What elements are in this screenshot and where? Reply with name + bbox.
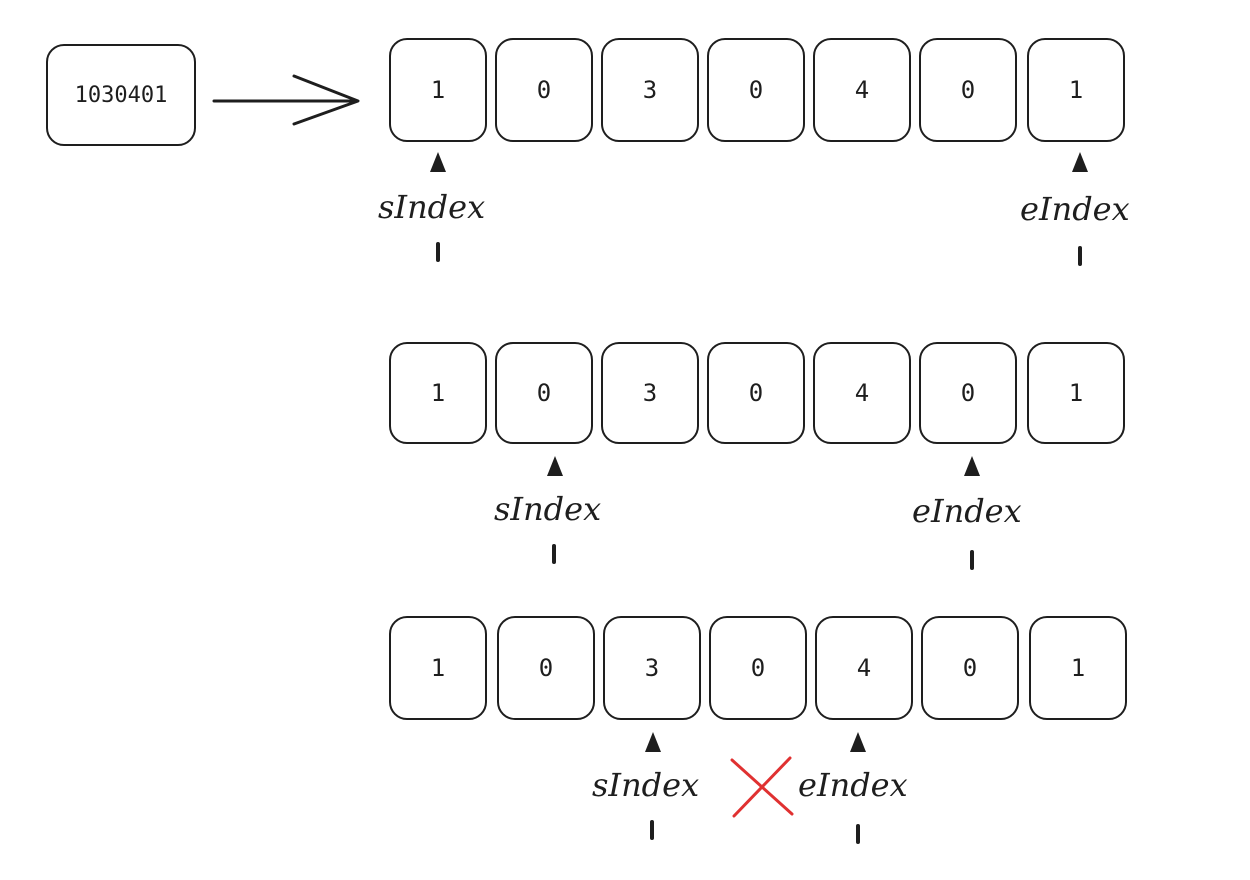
start-pointer-tick bbox=[552, 544, 556, 564]
start-index-label: sIndex bbox=[592, 766, 700, 804]
end-index-label: eIndex bbox=[912, 492, 1022, 530]
array-cell: 0 bbox=[495, 342, 593, 444]
array-cell: 4 bbox=[815, 616, 913, 720]
input-number-box: 1030401 bbox=[46, 44, 196, 146]
array-cell: 0 bbox=[497, 616, 595, 720]
end-pointer-tick bbox=[1078, 246, 1082, 266]
start-pointer-tick bbox=[436, 242, 440, 262]
array-cell: 0 bbox=[921, 616, 1019, 720]
end-index-label: eIndex bbox=[1020, 190, 1130, 228]
array-cell: 1 bbox=[1027, 342, 1125, 444]
start-pointer-tick bbox=[650, 820, 654, 840]
array-cell: 0 bbox=[919, 38, 1017, 142]
array-cell: 1 bbox=[1027, 38, 1125, 142]
array-cell: 3 bbox=[601, 38, 699, 142]
start-pointer-arrow bbox=[645, 732, 661, 752]
array-cell: 4 bbox=[813, 38, 911, 142]
array-cell: 1 bbox=[389, 616, 487, 720]
end-index-label: eIndex bbox=[798, 766, 908, 804]
array-cell: 0 bbox=[495, 38, 593, 142]
start-index-label: sIndex bbox=[494, 490, 602, 528]
array-cell: 4 bbox=[813, 342, 911, 444]
array-cell: 0 bbox=[707, 38, 805, 142]
input-number-text: 1030401 bbox=[74, 82, 168, 108]
array-cell: 1 bbox=[1029, 616, 1127, 720]
array-cell: 1 bbox=[389, 342, 487, 444]
end-pointer-arrow bbox=[964, 456, 980, 476]
end-pointer-arrow bbox=[1072, 152, 1088, 172]
end-pointer-arrow bbox=[850, 732, 866, 752]
array-cell: 0 bbox=[919, 342, 1017, 444]
start-index-label: sIndex bbox=[378, 188, 486, 226]
array-cell: 3 bbox=[601, 342, 699, 444]
array-cell: 3 bbox=[603, 616, 701, 720]
end-pointer-tick bbox=[970, 550, 974, 570]
end-pointer-tick bbox=[856, 824, 860, 844]
array-cell: 1 bbox=[389, 38, 487, 142]
array-cell: 0 bbox=[707, 342, 805, 444]
start-pointer-arrow bbox=[547, 456, 563, 476]
start-pointer-arrow bbox=[430, 152, 446, 172]
array-cell: 0 bbox=[709, 616, 807, 720]
